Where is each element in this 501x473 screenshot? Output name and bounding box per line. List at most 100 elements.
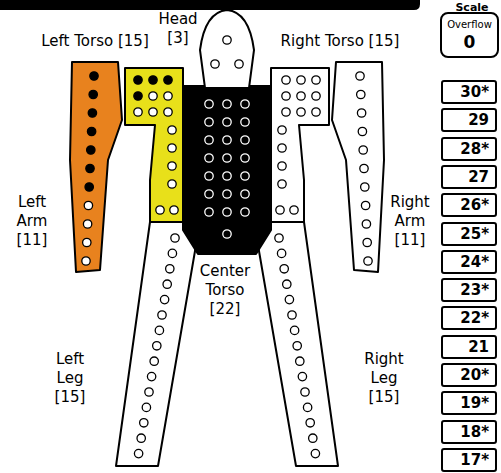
- armor-dot: [235, 60, 243, 68]
- armor-dot: [88, 109, 96, 117]
- overflow-caption: Overflow: [447, 18, 492, 31]
- armor-dot: [85, 183, 93, 191]
- overflow-box: Overflow0: [440, 12, 499, 58]
- armor-dot: [309, 434, 317, 442]
- heat-value: 21: [468, 338, 489, 356]
- heat-value: 26*: [460, 196, 489, 214]
- armor-dot: [150, 357, 158, 365]
- armor-dot: [168, 126, 176, 134]
- armor-dot: [89, 90, 97, 98]
- armor-dot: [134, 76, 142, 84]
- heat-scale-box: 19*: [441, 391, 497, 415]
- armor-dot: [290, 206, 298, 214]
- armor-dot: [205, 208, 213, 216]
- heat-value: 19*: [460, 394, 489, 412]
- heat-value: 24*: [460, 253, 489, 271]
- heat-value: 27: [468, 168, 489, 186]
- armor-dot: [87, 146, 95, 154]
- armor-dot: [145, 388, 153, 396]
- heat-scale-box: 29: [441, 108, 497, 132]
- heat-value: 18*: [460, 423, 489, 441]
- armor-dot: [149, 76, 157, 84]
- armor-dot: [297, 108, 305, 116]
- armor-dot: [163, 280, 171, 288]
- heat-value: 28*: [460, 140, 489, 158]
- heat-scale-box: 27: [441, 165, 497, 189]
- armor-dot: [306, 419, 314, 427]
- armor-dot: [158, 311, 166, 319]
- armor-dot: [359, 146, 367, 154]
- right-arm-outline: [332, 62, 384, 272]
- armor-dot: [168, 144, 176, 152]
- armor-dot: [137, 434, 145, 442]
- heat-value: 20*: [460, 366, 489, 384]
- armor-dot: [241, 100, 249, 108]
- armor-dot: [364, 257, 372, 265]
- armor-dot: [223, 208, 231, 216]
- part-label: Right Leg [15]: [364, 350, 404, 407]
- armor-dot: [241, 154, 249, 162]
- armor-dot: [83, 238, 91, 246]
- armor-dot: [361, 183, 369, 191]
- armor-dot: [363, 238, 371, 246]
- heat-value: 29: [468, 111, 489, 129]
- armor-dot: [283, 280, 291, 288]
- armor-dot: [155, 326, 163, 334]
- armor-dot: [223, 118, 231, 126]
- armor-dot: [296, 357, 304, 365]
- armor-dot: [149, 108, 157, 116]
- part-label: Left Arm [11]: [17, 193, 48, 250]
- left-arm-outline: [70, 62, 122, 272]
- armor-dot: [360, 164, 368, 172]
- armor-dot: [223, 154, 231, 162]
- right-torso-outline: [271, 68, 329, 222]
- armor-dot: [205, 154, 213, 162]
- armor-dot: [301, 388, 309, 396]
- armor-dot: [134, 449, 142, 457]
- part-label: Right Torso [15]: [281, 32, 400, 51]
- armor-dot: [278, 126, 286, 134]
- armor-dot: [241, 172, 249, 180]
- left-torso-outline: [125, 68, 183, 222]
- armor-dot: [297, 92, 305, 100]
- heat-value: 17*: [460, 451, 489, 469]
- overflow-value: 0: [464, 31, 476, 53]
- armor-dot: [288, 311, 296, 319]
- armor-dot: [84, 201, 92, 209]
- heat-scale-box: 22*: [441, 306, 497, 330]
- armor-dot: [358, 127, 366, 135]
- armor-dot: [357, 109, 365, 117]
- armor-dot: [223, 190, 231, 198]
- armor-dot: [312, 76, 320, 84]
- left-leg-outline: [116, 222, 200, 466]
- heat-scale-box: 17*: [441, 448, 497, 472]
- armor-dot: [241, 208, 249, 216]
- armor-dot: [223, 36, 231, 44]
- armor-dot: [223, 100, 231, 108]
- armor-dot: [171, 234, 179, 242]
- armor-dot: [312, 108, 320, 116]
- armor-dot: [166, 265, 174, 273]
- armor-dot: [205, 118, 213, 126]
- armor-dot: [147, 372, 155, 380]
- armor-dot: [223, 230, 231, 238]
- part-label: Left Leg [15]: [55, 350, 86, 407]
- armor-dot: [83, 220, 91, 228]
- armor-dot: [205, 136, 213, 144]
- armor-dot: [223, 172, 231, 180]
- armor-dot: [303, 403, 311, 411]
- armor-dot: [149, 92, 157, 100]
- armor-dot: [362, 220, 370, 228]
- head-outline: [200, 10, 254, 88]
- armor-dot: [241, 190, 249, 198]
- part-label: Center Torso [22]: [200, 262, 251, 319]
- armor-dot: [280, 265, 288, 273]
- armor-dot: [134, 92, 142, 100]
- armor-dot: [223, 136, 231, 144]
- heat-scale-box: 26*: [441, 193, 497, 217]
- heat-scale-box: 21: [441, 335, 497, 359]
- armor-dot: [156, 206, 164, 214]
- armor-dot: [86, 164, 94, 172]
- armor-dot: [205, 172, 213, 180]
- heat-scale-box: 30*: [441, 80, 497, 104]
